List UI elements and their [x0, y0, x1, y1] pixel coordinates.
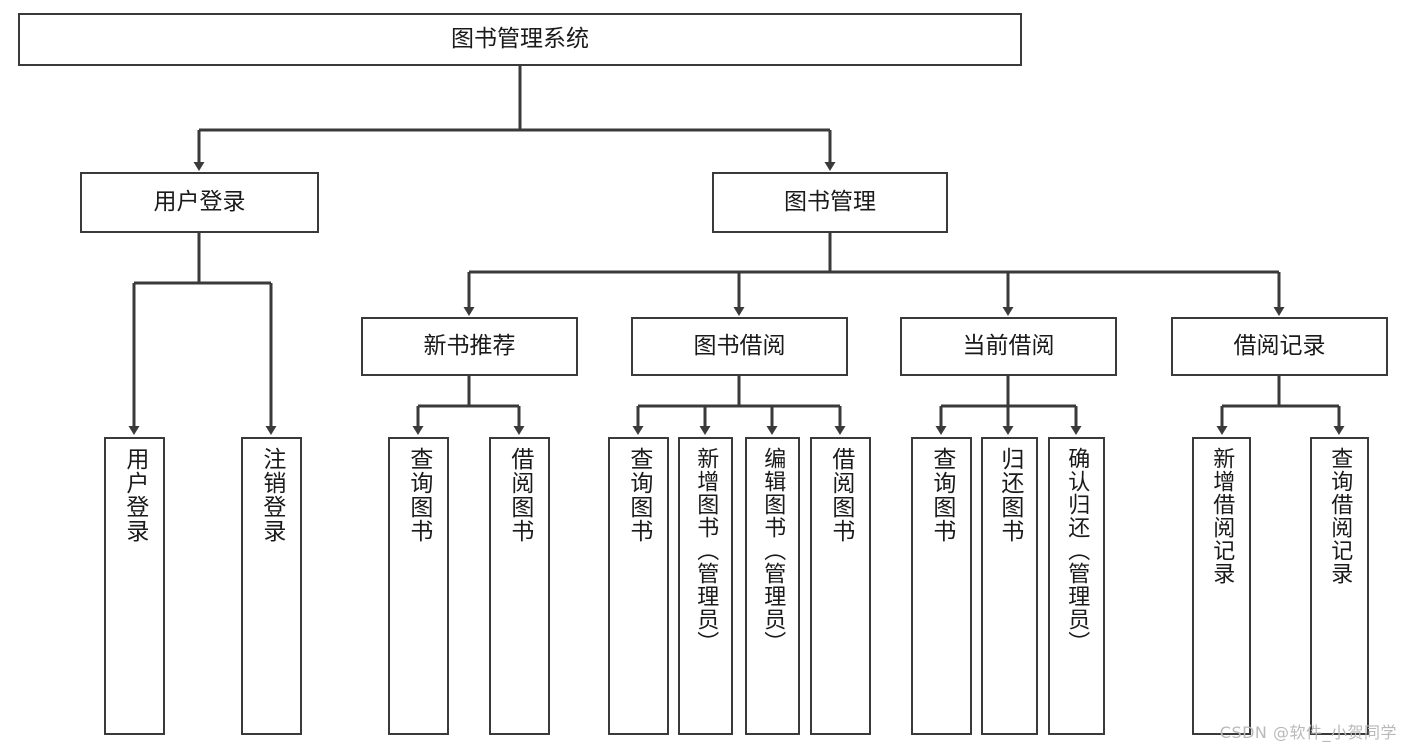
node-label: 查询图书 [928, 447, 955, 543]
node-user-login[interactable]: 用户登录 [80, 172, 319, 233]
node-root-system[interactable]: 图书管理系统 [18, 13, 1022, 66]
leaf-return-book[interactable]: 归还图书 [981, 437, 1038, 735]
node-label: 查询图书 [625, 447, 652, 543]
leaf-borrow-book-recommend[interactable]: 借阅图书 [489, 437, 550, 735]
node-label: 编辑图书（管理员） [760, 447, 786, 654]
node-label: 查询图书 [405, 447, 432, 543]
node-label: 借阅记录 [1233, 332, 1326, 359]
node-current-borrow[interactable]: 当前借阅 [900, 317, 1117, 376]
node-label: 新增图书（管理员） [693, 447, 719, 654]
leaf-logout-login[interactable]: 注销登录 [241, 437, 302, 735]
node-label: 新增借阅记录 [1209, 447, 1235, 585]
leaf-borrow-book-borrow[interactable]: 借阅图书 [810, 437, 871, 735]
node-label: 图书管理系统 [451, 25, 589, 52]
leaf-add-book-admin[interactable]: 新增图书（管理员） [678, 437, 733, 735]
node-book-management[interactable]: 图书管理 [712, 172, 948, 233]
node-label: 图书借阅 [693, 332, 786, 359]
leaf-query-borrow-record[interactable]: 查询借阅记录 [1310, 437, 1369, 735]
leaf-add-borrow-record[interactable]: 新增借阅记录 [1192, 437, 1251, 735]
node-borrow-record[interactable]: 借阅记录 [1171, 317, 1388, 376]
leaf-query-book-current[interactable]: 查询图书 [911, 437, 972, 735]
node-label: 查询借阅记录 [1327, 447, 1353, 585]
node-book-borrow[interactable]: 图书借阅 [631, 317, 848, 376]
node-label: 注销登录 [258, 447, 285, 543]
leaf-edit-book-admin[interactable]: 编辑图书（管理员） [745, 437, 800, 735]
node-label: 确认归还（管理员） [1064, 447, 1090, 654]
leaf-query-book-borrow[interactable]: 查询图书 [608, 437, 669, 735]
node-label: 借阅图书 [506, 447, 533, 543]
leaf-user-login[interactable]: 用户登录 [104, 437, 165, 735]
leaf-confirm-return-admin[interactable]: 确认归还（管理员） [1048, 437, 1105, 735]
node-label: 图书管理 [784, 188, 876, 215]
node-label: 当前借阅 [962, 332, 1055, 359]
leaf-query-book-recommend[interactable]: 查询图书 [388, 437, 449, 735]
node-label: 新书推荐 [423, 332, 516, 359]
csdn-watermark: CSDN @软件_小贺同学 [1219, 723, 1397, 742]
node-label: 归还图书 [996, 447, 1023, 543]
node-label: 借阅图书 [827, 447, 854, 543]
node-label: 用户登录 [121, 447, 148, 543]
node-label: 用户登录 [153, 188, 246, 215]
node-new-book-recommend[interactable]: 新书推荐 [361, 317, 578, 376]
